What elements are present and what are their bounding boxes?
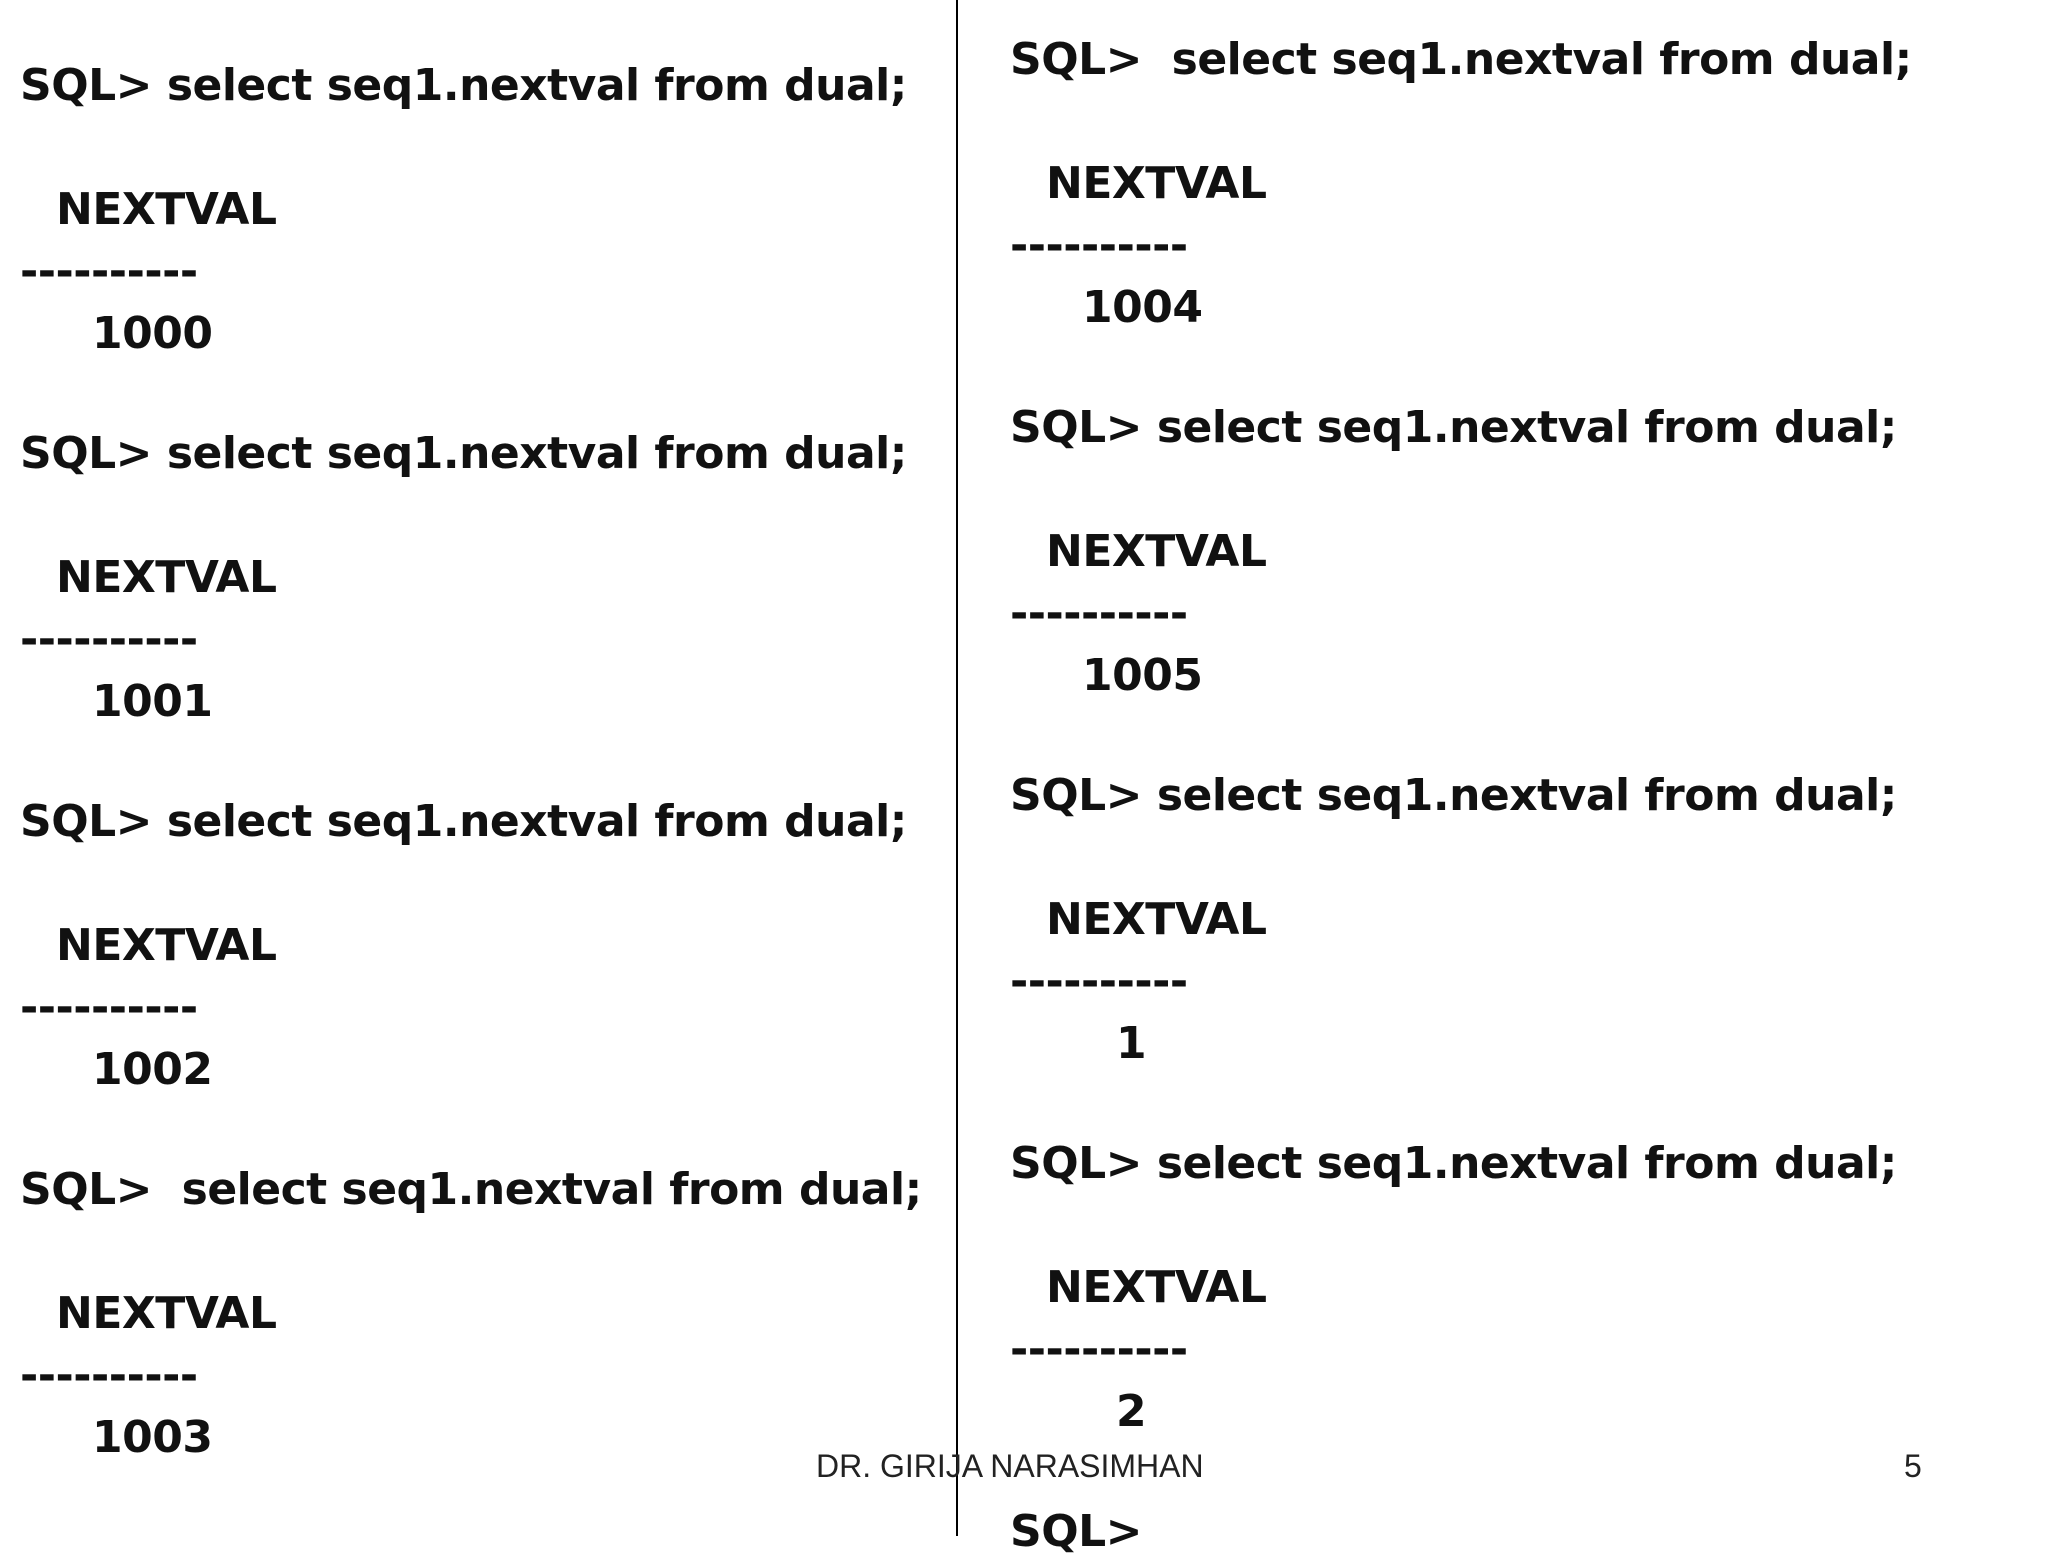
sql-command: SQL> select seq1.nextval from dual; <box>1010 770 1897 821</box>
result-value: 1004 <box>1082 282 1203 333</box>
column-divider <box>956 0 958 1536</box>
trailing-sql-prompt: SQL> <box>1010 1506 1143 1557</box>
column-separator: ---------- <box>20 982 198 1033</box>
column-separator: ---------- <box>1010 588 1188 639</box>
result-value: 2 <box>1116 1386 1147 1437</box>
column-header: NEXTVAL <box>1046 158 1267 209</box>
result-value: 1003 <box>92 1412 213 1463</box>
column-separator: ---------- <box>1010 220 1188 271</box>
sql-command: SQL> select seq1.nextval from dual; <box>1010 34 1912 85</box>
result-value: 1002 <box>92 1044 213 1095</box>
sql-command: SQL> select seq1.nextval from dual; <box>1010 402 1897 453</box>
sql-command: SQL> select seq1.nextval from dual; <box>20 796 907 847</box>
column-header: NEXTVAL <box>1046 526 1267 577</box>
column-separator: ---------- <box>20 1350 198 1401</box>
result-value: 1001 <box>92 676 213 727</box>
result-value: 1000 <box>92 308 213 359</box>
column-header: NEXTVAL <box>56 920 277 971</box>
sql-command: SQL> select seq1.nextval from dual; <box>20 428 907 479</box>
column-header: NEXTVAL <box>1046 894 1267 945</box>
column-header: NEXTVAL <box>56 552 277 603</box>
sql-command: SQL> select seq1.nextval from dual; <box>20 1164 922 1215</box>
column-header: NEXTVAL <box>1046 1262 1267 1313</box>
sql-command: SQL> select seq1.nextval from dual; <box>20 60 907 111</box>
result-value: 1 <box>1116 1018 1147 1069</box>
footer-page-number: 5 <box>1904 1448 1922 1484</box>
column-separator: ---------- <box>20 614 198 665</box>
result-value: 1005 <box>1082 650 1203 701</box>
column-separator: ---------- <box>1010 956 1188 1007</box>
column-header: NEXTVAL <box>56 184 277 235</box>
footer-author: DR. GIRIJA NARASIMHAN <box>816 1448 1204 1484</box>
sql-command: SQL> select seq1.nextval from dual; <box>1010 1138 1897 1189</box>
column-separator: ---------- <box>20 246 198 297</box>
column-separator: ---------- <box>1010 1324 1188 1375</box>
column-header: NEXTVAL <box>56 1288 277 1339</box>
